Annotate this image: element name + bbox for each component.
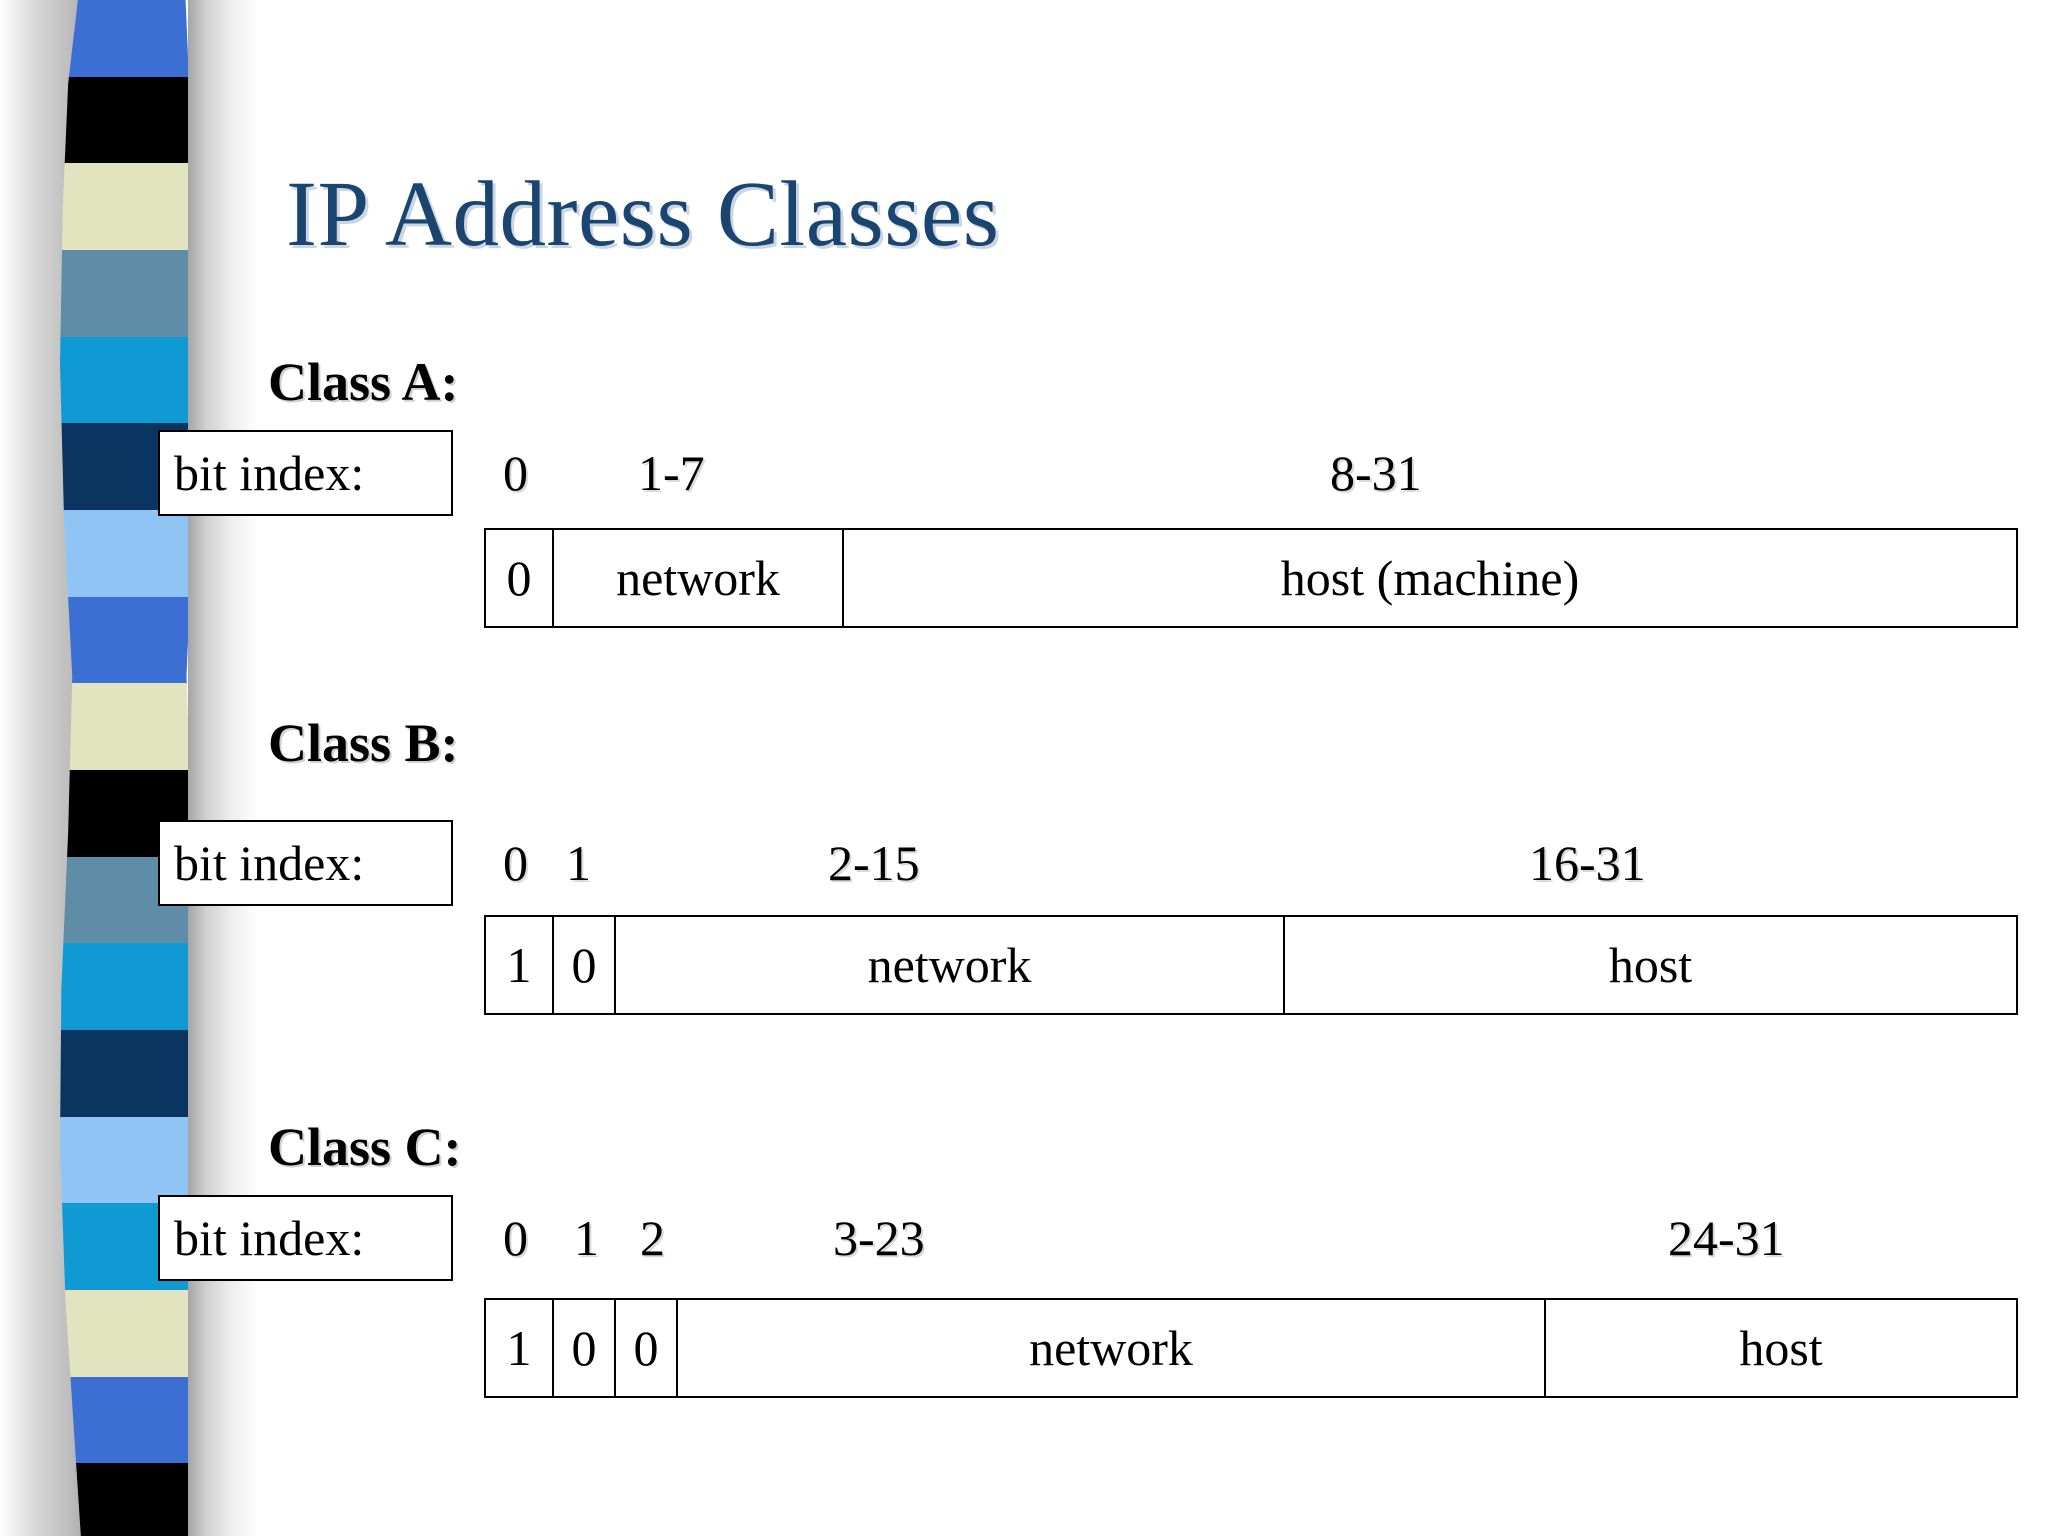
slide-title: IP Address Classes: [286, 163, 1000, 266]
address-field-cell: host (machine): [1280, 550, 1580, 606]
deco-stripe: [60, 250, 196, 338]
bit-index-callout: bit index:: [158, 430, 453, 516]
bit-index-value: 2: [640, 1210, 665, 1266]
deco-stripe: [60, 1290, 196, 1378]
bit-index-value: 16-31: [1529, 835, 1646, 891]
bit-index-value: 1: [566, 835, 591, 891]
bit-index-label: bit index:: [174, 445, 365, 501]
deco-stripe: [60, 1376, 196, 1465]
address-field-cell: network: [616, 917, 1285, 1013]
bit-index-value: 24-31: [1668, 1210, 1785, 1266]
bit-index-callout: bit index:: [158, 1195, 453, 1281]
bit-index-label: bit index:: [174, 835, 365, 891]
address-field-cell: 1: [486, 1300, 554, 1396]
address-field-cell: 0: [616, 1300, 678, 1396]
deco-stripe: [60, 683, 196, 771]
bit-index-value: 3-23: [833, 1210, 925, 1266]
address-field-cell: 1: [486, 917, 554, 1013]
bit-index-value: 2-15: [828, 835, 920, 891]
deco-stripe: [60, 0, 196, 78]
bit-index-value: 8-31: [1330, 445, 1422, 501]
address-field-cell: 0: [554, 1300, 616, 1396]
bit-index-value: 1: [574, 1210, 599, 1266]
bit-index-value: 0: [503, 1210, 528, 1266]
left-decorative-band: [0, 0, 258, 1536]
address-field-cell: host: [1739, 1320, 1823, 1376]
address-field-cell: 0: [486, 530, 554, 626]
address-field-cell: host: [1608, 937, 1693, 993]
deco-stripe: [60, 1116, 196, 1205]
deco-stripe: [60, 510, 196, 598]
address-field-cell: network: [678, 1300, 1546, 1396]
deco-stripe: [60, 943, 196, 1031]
address-field-cell: network: [554, 530, 844, 626]
class-heading: Class B:: [268, 713, 459, 773]
address-field-cell: 0: [554, 917, 616, 1013]
deco-stripe: [60, 336, 196, 425]
bit-index-value: 0: [503, 445, 528, 501]
class-heading: Class A:: [268, 352, 459, 412]
deco-stripe: [60, 1463, 196, 1536]
bit-index-number-row: 0 1-7 8-31: [0, 430, 2048, 516]
color-stripe-band: [60, 0, 196, 1536]
silver-column-right: [188, 0, 258, 1536]
deco-stripe: [60, 76, 196, 165]
deco-stripe: [60, 1030, 196, 1118]
bit-index-label: bit index:: [174, 1210, 365, 1266]
deco-stripe: [60, 163, 196, 251]
deco-stripe: [60, 596, 196, 685]
bit-index-value: 0: [503, 835, 528, 891]
bit-index-value: 1-7: [638, 445, 705, 501]
bit-index-callout: bit index:: [158, 820, 453, 906]
class-heading: Class C:: [268, 1117, 462, 1177]
